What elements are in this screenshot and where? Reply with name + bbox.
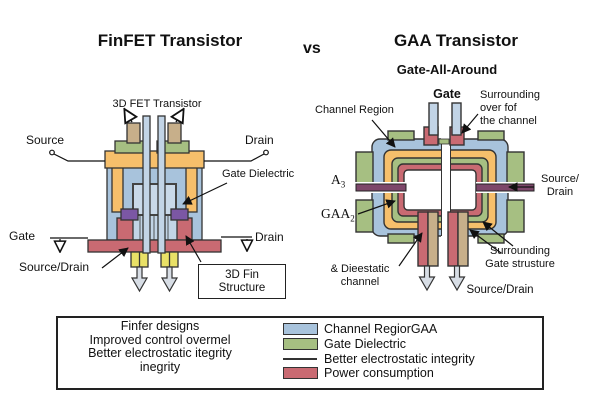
gaa-source-drain-right-label: Source/ Drain [530, 173, 590, 199]
gate-dielectric-label: Gate Dielectric [222, 168, 295, 180]
gaa-gate-label: Gate [433, 87, 461, 101]
a3-base: A [331, 172, 341, 187]
finfet-top-label: 3D FET Transistor [112, 98, 202, 110]
up-arrow-icon [125, 110, 132, 122]
sd-right-line1: Source/ [541, 173, 579, 185]
surrounding-line1: Surrounding [480, 89, 540, 101]
legend-left-line1: Finfer designs [120, 319, 200, 333]
finfet-leaders [49, 149, 269, 269]
gaa2-base: GAA [321, 206, 351, 221]
gaa-sd-band-left [355, 183, 407, 192]
legend-left-line3: Better electrostatic itegrity [88, 346, 232, 360]
surrounding-line2: over fof [480, 102, 517, 114]
gaa-center [403, 169, 477, 211]
finfet-title: FinFET Transistor [97, 31, 243, 50]
finfet-fin-left [142, 115, 151, 254]
finfet-gate-label: Gate [9, 229, 36, 243]
gaa-tab-green [506, 151, 525, 185]
finfet-drain-top-label: Drain [245, 133, 274, 147]
gaa-structure [354, 102, 535, 267]
legend-label-gate-dielectric: Gate Dielectric [324, 337, 406, 351]
surrounding-line3: the channel [480, 115, 537, 127]
legend-label-channel: Channel RegiorGAA [324, 322, 438, 336]
sd-right-line2: Drain [546, 186, 574, 198]
finfet-fin-right [157, 115, 166, 254]
gaa2-sub: 2 [350, 213, 355, 224]
vs-label: vs [303, 40, 321, 57]
finfet-gate-band [104, 150, 205, 169]
finfet-purple-right [170, 208, 189, 221]
gaa-gate-pillar [428, 102, 439, 136]
gaa-title: GAA Transistor [393, 31, 519, 50]
surr-gate-line2: Gate strusture [485, 258, 555, 270]
gaa-gate-green-bit [438, 138, 450, 145]
gaa-tab-green [387, 233, 415, 244]
finfet-drain-bottom-label: Drain [255, 230, 284, 244]
fin-structure-box: 3D Fin Structure [198, 264, 286, 299]
gate-dielectric-box [132, 183, 177, 216]
legend-swatch-power [283, 367, 318, 379]
gaa2-label: GAA2 [321, 207, 355, 226]
channel-region-label: Channel Region [315, 104, 394, 116]
gaa-gate-pillar [451, 102, 462, 136]
surrounding-channel-label: Surrounding over fof the channel [480, 89, 540, 128]
legend-left-line2: Improved control overmel [89, 332, 231, 347]
finfet-structure [87, 115, 222, 268]
legend-line-swatch [283, 358, 317, 360]
legend-left-line4: inegrity [139, 359, 181, 374]
down-arrow-icon [448, 265, 466, 292]
legend-swatch-channel [283, 323, 318, 335]
up-arrow-icon [176, 110, 183, 122]
finfet-contact-left [126, 122, 141, 144]
fin-box-line2: Structure [218, 281, 266, 294]
gaa-center-gap [441, 127, 451, 253]
finfet-purple-left [120, 208, 139, 221]
down-arrow-icon [160, 266, 179, 293]
finfet-source-drain-label: Source/Drain [19, 260, 90, 274]
finfet-source-label: Source [26, 133, 65, 147]
finfet-gate-arm-left [111, 166, 124, 213]
down-arrow-icon [418, 265, 436, 292]
gaa-tab-green [355, 151, 374, 185]
gaa-pillar-tan [427, 211, 439, 267]
finfet-contact-right [167, 122, 182, 144]
legend-swatch-gate-dielectric [283, 338, 318, 350]
gaa-tab-green [506, 199, 525, 233]
a3-sub: 3 [340, 179, 346, 190]
dieestatic-line1: & Dieestatic [330, 263, 390, 275]
finfet-base [87, 239, 222, 253]
gaa-arrows [418, 265, 466, 292]
finfet-gate-arm-right [185, 166, 198, 213]
gaa-tab-green [477, 130, 505, 141]
gaa-pillar-red [417, 211, 429, 267]
gaa-subtitle: Gate-All-Around [396, 62, 498, 77]
gaa-leaders [357, 113, 534, 267]
dieestatic-line2: channel [340, 276, 380, 288]
gaa-tab-green [355, 199, 374, 233]
legend-label-integrity: Better electrostatic integrity [324, 352, 475, 366]
down-arrow-icon [130, 266, 149, 293]
gaa-source-drain-bottom-label: Source/Drain [466, 284, 534, 296]
legend-left-text: Finfer designs Improved control overmel … [50, 319, 270, 374]
finfet-arrows [125, 110, 183, 293]
dieestatic-label: & Dieestatic channel [318, 263, 402, 289]
surr-gate-line1: Surrounding [490, 245, 550, 257]
legend-label-power: Power consumption [324, 366, 434, 380]
gaa-tab-green [387, 130, 415, 141]
a3-label: A3 [331, 173, 345, 192]
gaa-pillar-red [447, 211, 459, 267]
fin-box-line1: 3D Fin [225, 268, 259, 281]
gaa-pillar-tan [457, 211, 469, 267]
surrounding-gate-label: Surrounding Gate strusture [470, 245, 570, 271]
